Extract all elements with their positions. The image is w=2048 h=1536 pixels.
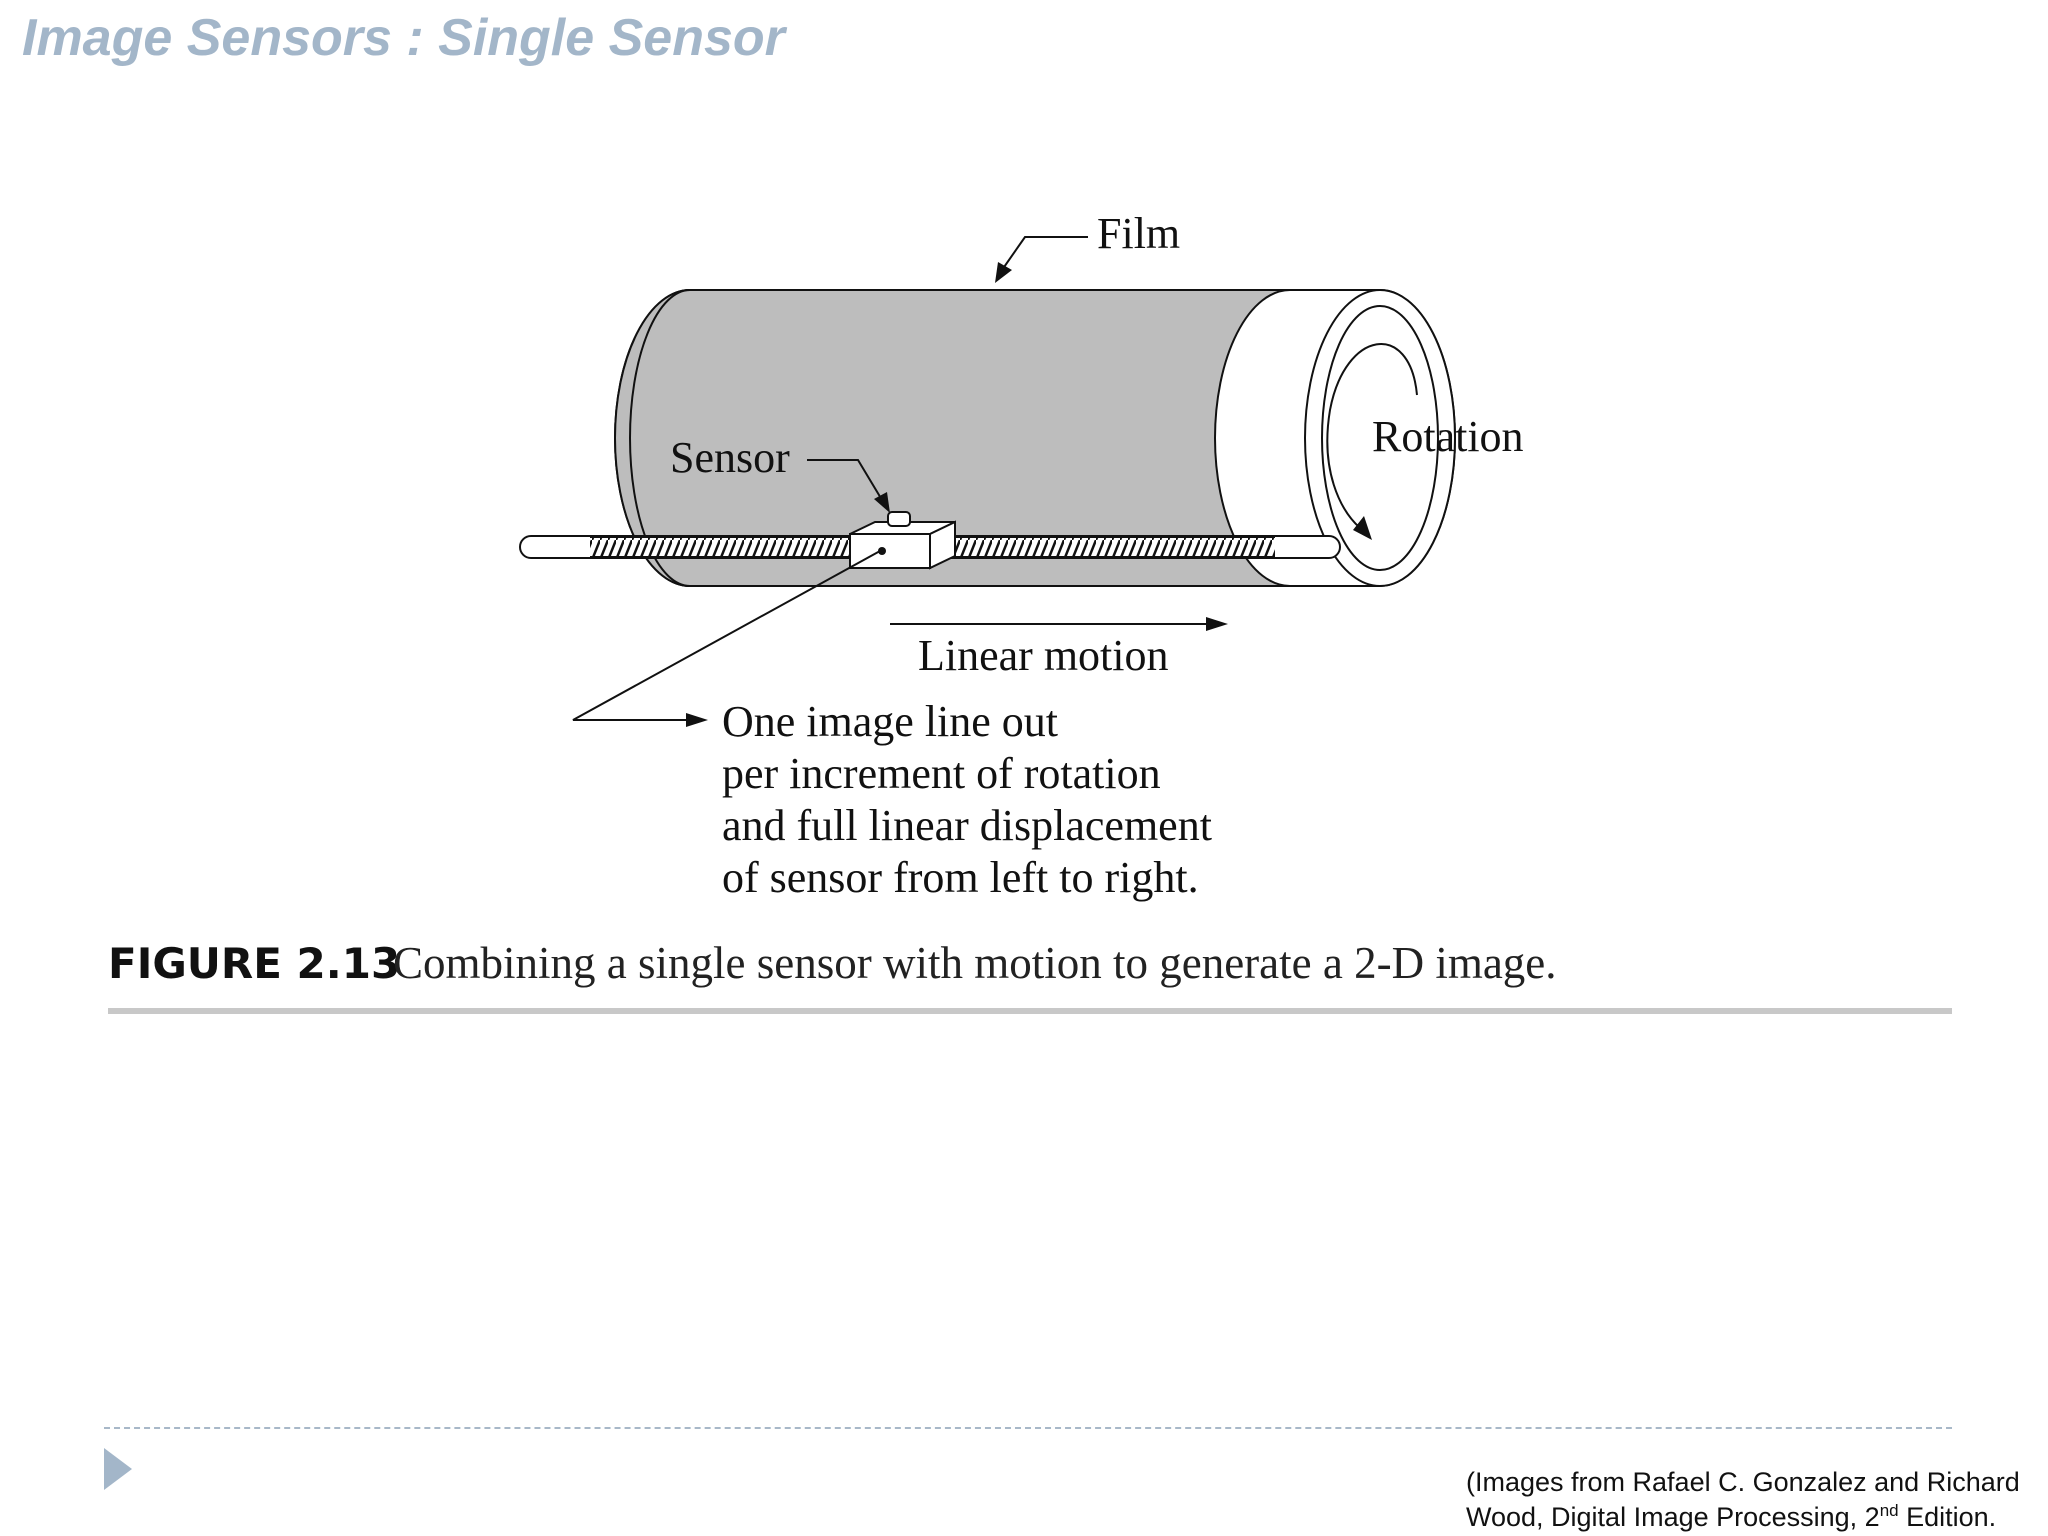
single-sensor-figure: Film Rotation Sensor Linear motion One i… (108, 209, 1952, 1014)
slide-bullet-arrow-icon (104, 1448, 132, 1490)
output-line-1: One image line out (722, 697, 1058, 746)
source-citation: (Images from Rafael C. Gonzalez and Rich… (1466, 1465, 2020, 1535)
rotation-arrow (1326, 343, 1418, 540)
output-pointer (572, 550, 881, 727)
slide-title: Image Sensors : Single Sensor (22, 9, 785, 67)
footer-divider (104, 1427, 1952, 1429)
output-line-3: and full linear displacement (722, 801, 1212, 850)
sensor-block (849, 511, 956, 570)
source-line-1: (Images from Rafael C. Gonzalez and Rich… (1466, 1467, 2020, 1497)
rotation-label: Rotation (1372, 412, 1524, 461)
figure-caption: Combining a single sensor with motion to… (393, 938, 1557, 988)
film-surface (614, 289, 1291, 587)
linear-motion-label: Linear motion (918, 631, 1169, 680)
drum-end-face (1304, 289, 1456, 587)
sensor-pointer (807, 459, 890, 513)
figure-number: FIGURE 2.13 (108, 939, 400, 988)
output-line-4: of sensor from left to right. (722, 853, 1199, 902)
output-line-2: per increment of rotation (722, 749, 1161, 798)
film-label: Film (1097, 209, 1180, 258)
film-pointer (995, 236, 1088, 283)
sensor-label: Sensor (670, 433, 790, 482)
drum-cylinder (614, 289, 1456, 587)
source-line-2: Wood, Digital Image Processing, 2nd Edit… (1466, 1501, 1997, 1532)
linear-motion-arrow (890, 617, 1228, 631)
